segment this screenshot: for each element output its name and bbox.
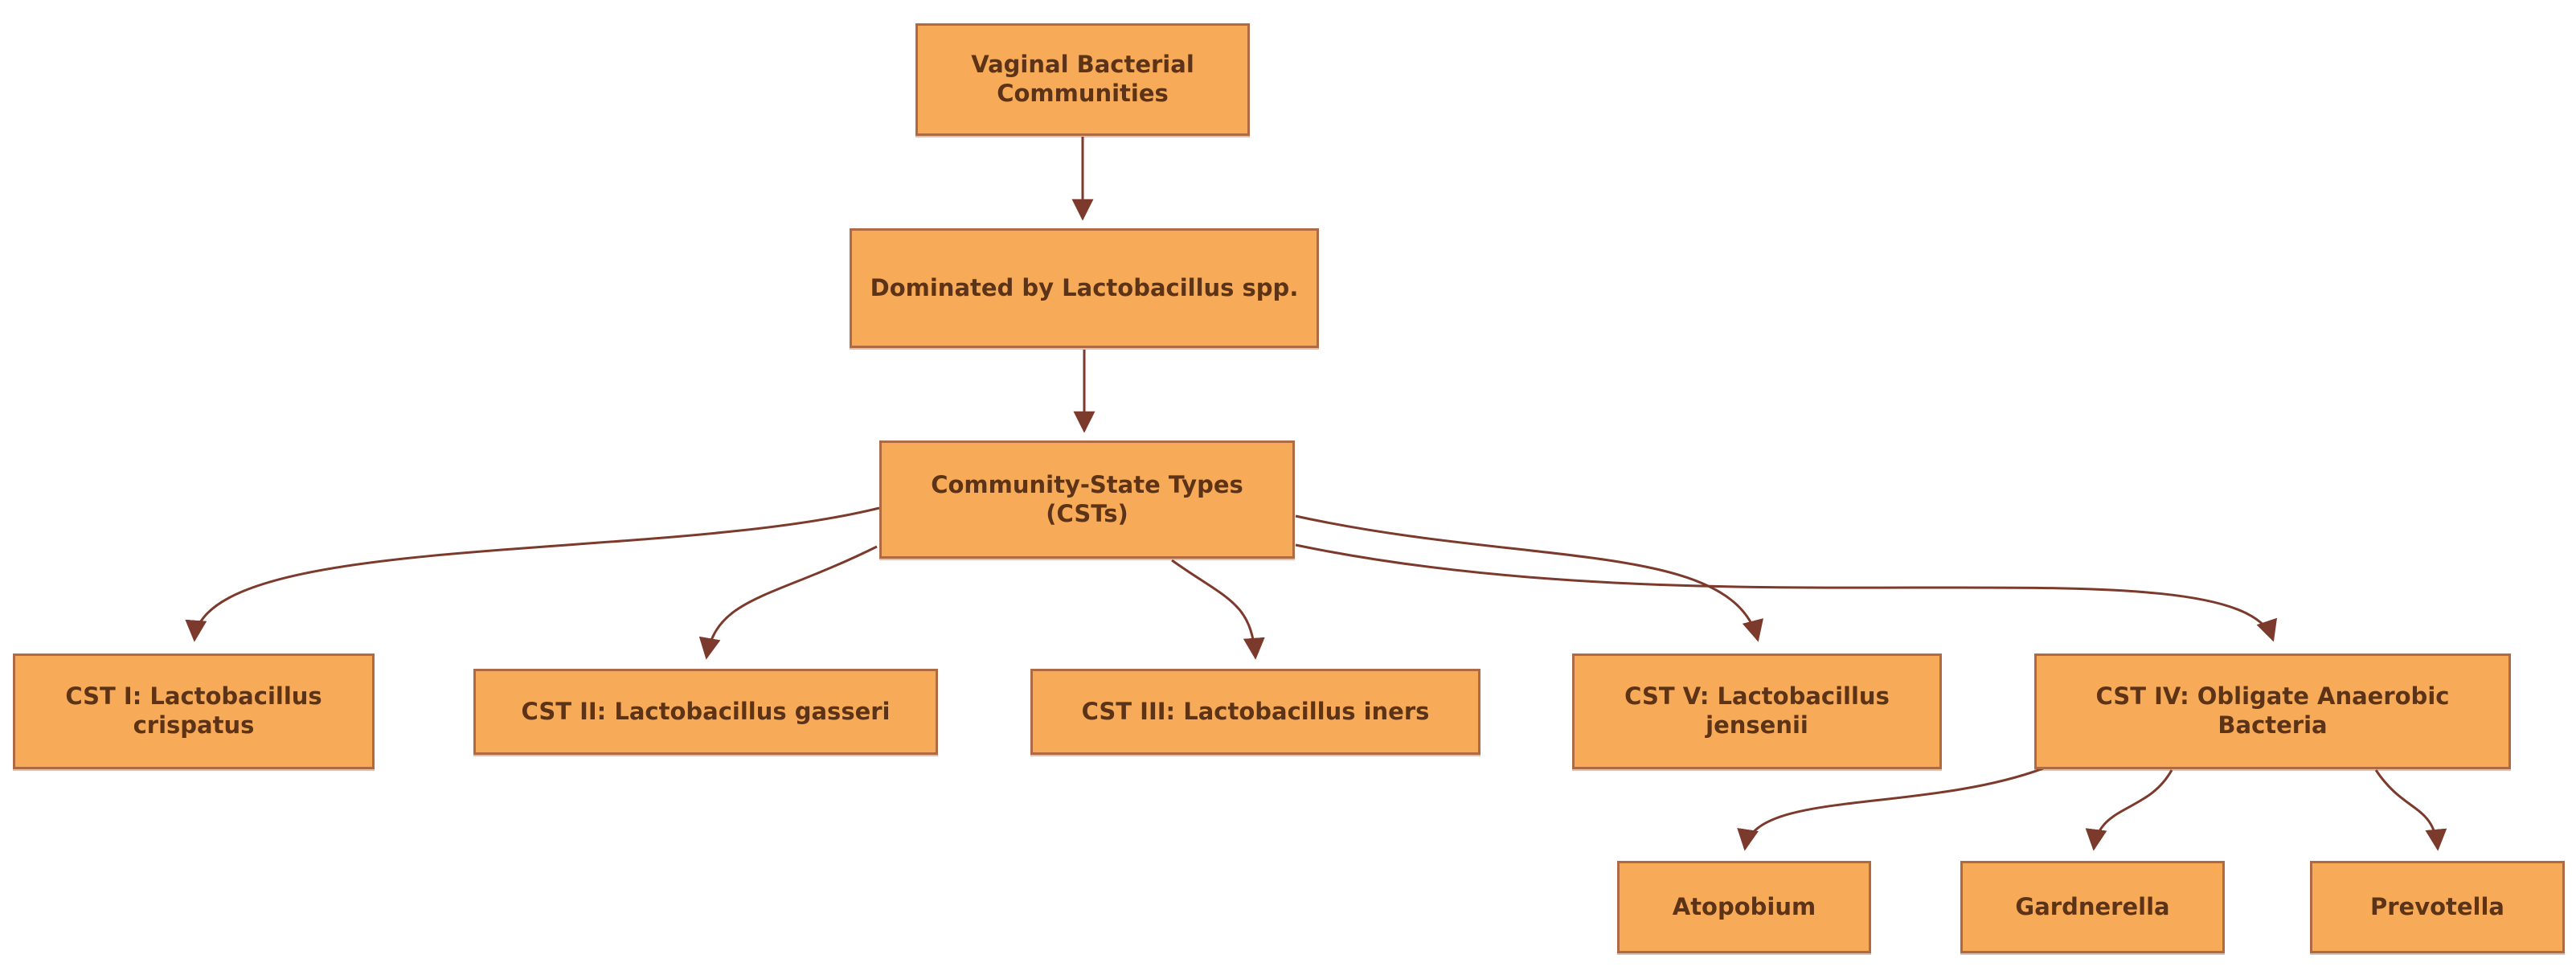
node-atopobium: Atopobium [1617,861,1871,953]
node-label: Dominated by Lactobacillus spp. [870,273,1299,301]
node-label: Atopobium [1672,892,1816,920]
edge-csts-cst1 [185,506,880,642]
node-label: CST V: Lactobacillus jensenii [1624,682,1890,739]
edge-csts-cst4 [1295,543,2277,642]
node-label: CST IV: Obligate Anaerobic Bacteria [2095,682,2450,739]
node-cst1-crispatus: CST I: Lactobacillus crispatus [13,653,375,769]
node-cst3-iners: CST III: Lactobacillus iners [1030,669,1480,755]
node-community-state-types: Community-State Types (CSTs) [879,440,1295,559]
node-cst4-obligate-anaerobic: CST IV: Obligate Anaerobic Bacteria [2034,653,2511,769]
edge-cst4-prevotella [2374,769,2447,851]
edge-cst4-atopobium [1737,767,2044,851]
node-label: CST II: Lactobacillus gasseri [521,697,891,725]
node-dominated-by-lactobacillus: Dominated by Lactobacillus spp. [850,228,1319,348]
node-cst5-jensenii: CST V: Lactobacillus jensenii [1572,653,1942,769]
node-vaginal-bacterial-communities: Vaginal Bacterial Communities [915,23,1250,136]
node-prevotella: Prevotella [2310,861,2565,953]
edge-csts-cst3 [1171,559,1265,660]
edge-csts-cst5 [1295,514,1763,642]
node-label: CST III: Lactobacillus iners [1081,697,1430,725]
node-label: Community-State Types (CSTs) [931,470,1243,527]
node-label: Gardnerella [2015,892,2170,920]
edge-cst4-gardnerella [2085,769,2173,851]
node-cst2-gasseri: CST II: Lactobacillus gasseri [473,669,938,755]
node-gardnerella: Gardnerella [1960,861,2225,953]
edge-csts-cst2 [698,545,878,660]
node-label: Prevotella [2369,892,2505,920]
node-label: CST I: Lactobacillus crispatus [65,682,322,739]
node-label: Vaginal Bacterial Communities [971,51,1194,107]
